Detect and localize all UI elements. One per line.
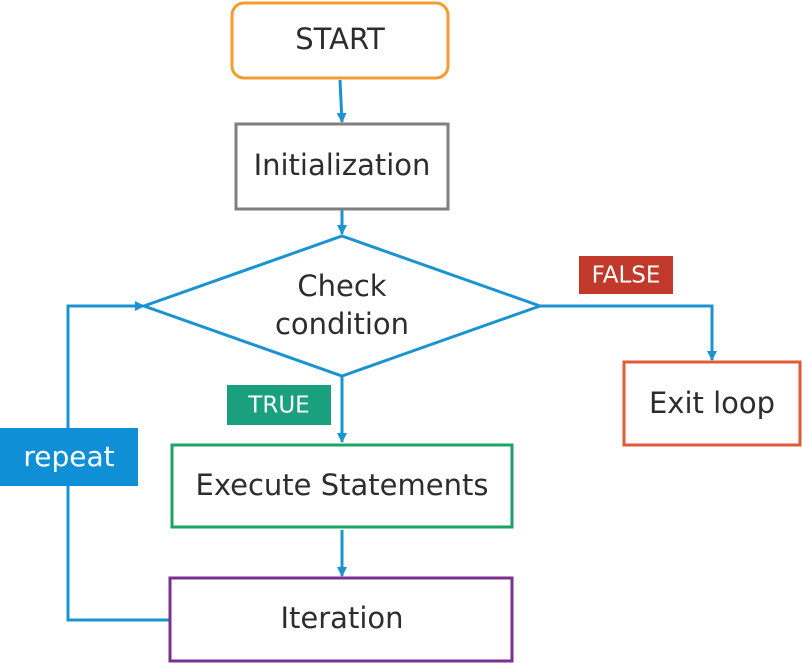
execute-statements-label: Execute Statements [196,468,489,502]
initialization-node [234,122,450,211]
check-condition-label-line2: condition [275,307,409,341]
repeat-tag-label: repeat [23,440,114,473]
iteration-node [168,576,514,663]
start-node [230,1,450,80]
check-condition-label-line1: Check [297,269,386,303]
true-tag-label: TRUE [247,393,309,419]
execute-statements-node [170,443,514,529]
true-tag [227,385,331,425]
edge-check-to-exit [540,304,717,361]
repeat-tag [0,428,138,486]
initialization-label: Initialization [254,148,431,182]
exit-loop-node [622,360,802,447]
false-tag [579,256,673,294]
false-tag-label: FALSE [592,263,661,289]
start-label: START [295,22,385,56]
iteration-label: Iteration [280,601,403,635]
exit-loop-label: Exit loop [649,386,775,420]
edge-start-to-init [336,79,347,123]
check-condition-node [139,234,545,378]
